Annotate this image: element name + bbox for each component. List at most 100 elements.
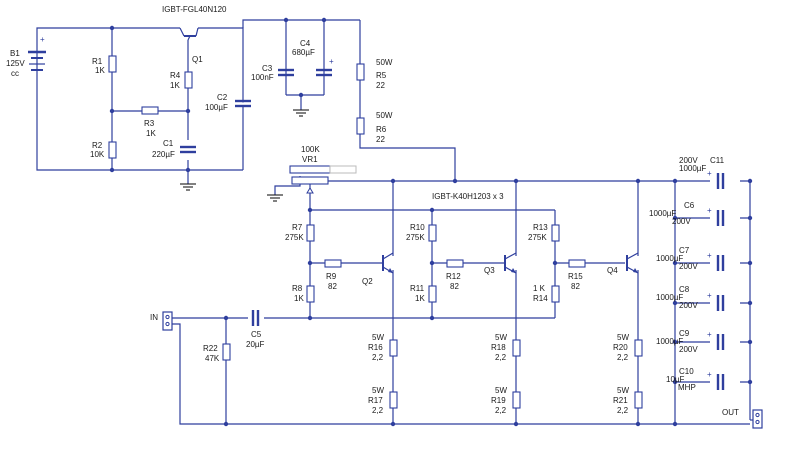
r16-value: 2,2 xyxy=(372,353,384,362)
r4-name: R4 xyxy=(170,71,181,80)
transistor-q1 xyxy=(179,27,199,41)
capacitor-c4 xyxy=(316,68,332,77)
r19-name: R19 xyxy=(491,396,506,405)
resistor-r3 xyxy=(141,106,159,115)
capacitor-c7 xyxy=(710,255,740,271)
component-labels: B1 125V cc + IGBT-FGL40N120 Q1 R1 1K R2 … xyxy=(6,5,739,417)
resistor-r21 xyxy=(634,391,643,409)
r1-name: R1 xyxy=(92,57,103,66)
capacitor-c6 xyxy=(710,210,740,226)
r2-value: 10K xyxy=(90,150,105,159)
transistor-q3 xyxy=(504,252,517,274)
r9-value: 82 xyxy=(328,282,337,291)
c8-plus: + xyxy=(707,291,712,300)
c5-value: 20µF xyxy=(246,340,265,349)
capacitor-c2 xyxy=(235,99,251,108)
r15-value: 82 xyxy=(571,282,580,291)
r20-name: R20 xyxy=(613,343,628,352)
c7-plus: + xyxy=(707,251,712,260)
transistor-q2 xyxy=(382,252,394,274)
b1-value: 125V xyxy=(6,59,25,68)
c8-voltage: 200V xyxy=(679,301,698,310)
c6-voltage: 200V xyxy=(672,217,691,226)
r7-name: R7 xyxy=(292,223,303,232)
c9-value: 1000µF xyxy=(656,337,683,346)
q4-name: Q4 xyxy=(607,266,618,275)
r13-name: R13 xyxy=(533,223,548,232)
q1-part: IGBT-FGL40N120 xyxy=(162,5,227,14)
c7-voltage: 200V xyxy=(679,262,698,271)
c3-name: C3 xyxy=(262,64,273,73)
c7-name: C7 xyxy=(679,246,690,255)
r11-value: 1K xyxy=(415,294,425,303)
output-connector[interactable] xyxy=(752,409,763,429)
resistor-r11 xyxy=(428,285,437,303)
ground-symbol-c1 xyxy=(180,183,196,191)
c11-value: 1000µF xyxy=(679,164,706,173)
r10-value: 275K xyxy=(406,233,425,242)
r20-value: 2,2 xyxy=(617,353,629,362)
c7-value: 1000µF xyxy=(656,254,683,263)
resistor-r2 xyxy=(108,141,117,159)
c8-name: C8 xyxy=(679,285,690,294)
r16-name: R16 xyxy=(368,343,383,352)
r17-name: R17 xyxy=(368,396,383,405)
c3-value: 100nF xyxy=(251,73,274,82)
q1-name: Q1 xyxy=(192,55,203,64)
r17-value: 2,2 xyxy=(372,406,384,415)
c11-voltage: 200V xyxy=(679,156,698,165)
c2-name: C2 xyxy=(217,93,228,102)
r2-name: R2 xyxy=(92,141,103,150)
vr1-name: VR1 xyxy=(302,155,318,164)
capacitor-c9 xyxy=(710,334,740,350)
c9-plus: + xyxy=(707,330,712,339)
r21-value: 2,2 xyxy=(617,406,629,415)
r18-name: R18 xyxy=(491,343,506,352)
capacitor-c10 xyxy=(710,374,740,390)
resistor-r10 xyxy=(428,224,437,242)
potentiometer-vr1 xyxy=(289,165,357,194)
r7-value: 275K xyxy=(285,233,304,242)
c9-name: C9 xyxy=(679,329,690,338)
r1-value: 1K xyxy=(95,66,105,75)
r14-value: 1 K xyxy=(533,284,546,293)
r21-power: 5W xyxy=(617,386,629,395)
q234-part: IGBT-K40H1203 x 3 xyxy=(432,192,504,201)
r8-value: 1K xyxy=(294,294,304,303)
capacitor-c3 xyxy=(278,68,294,77)
input-connector[interactable] xyxy=(162,311,173,331)
r18-power: 5W xyxy=(495,333,507,342)
q3-name: Q3 xyxy=(484,266,495,275)
resistor-r13 xyxy=(551,224,560,242)
r19-value: 2,2 xyxy=(495,406,507,415)
capacitor-c5 xyxy=(251,310,260,326)
resistor-r17 xyxy=(389,391,398,409)
ground-symbol-vr1 xyxy=(267,194,283,202)
c6-name: C6 xyxy=(684,201,695,210)
ground-symbol-c3c4 xyxy=(293,109,309,117)
r5-value: 22 xyxy=(376,81,385,90)
resistor-r8 xyxy=(306,285,315,303)
r12-value: 82 xyxy=(450,282,459,291)
resistor-r22 xyxy=(222,343,231,361)
resistor-r4 xyxy=(184,71,193,89)
c11-plus: + xyxy=(707,169,712,178)
r6-power: 50W xyxy=(376,111,393,120)
b1-unit: cc xyxy=(11,69,19,78)
c10-plus: + xyxy=(707,370,712,379)
c4-name: C4 xyxy=(300,39,311,48)
c8-value: 1000µF xyxy=(656,293,683,302)
r10-name: R10 xyxy=(410,223,425,232)
r13-value: 275K xyxy=(528,233,547,242)
resistor-r12 xyxy=(446,259,464,268)
r11-name: R11 xyxy=(410,284,425,293)
r5-power: 50W xyxy=(376,58,393,67)
in-label: IN xyxy=(150,313,158,322)
c1-name: C1 xyxy=(163,139,174,148)
transistor-q4 xyxy=(626,252,639,274)
resistor-r9 xyxy=(324,259,342,268)
c6-value: 1000µF xyxy=(649,209,676,218)
r3-name: R3 xyxy=(144,119,155,128)
